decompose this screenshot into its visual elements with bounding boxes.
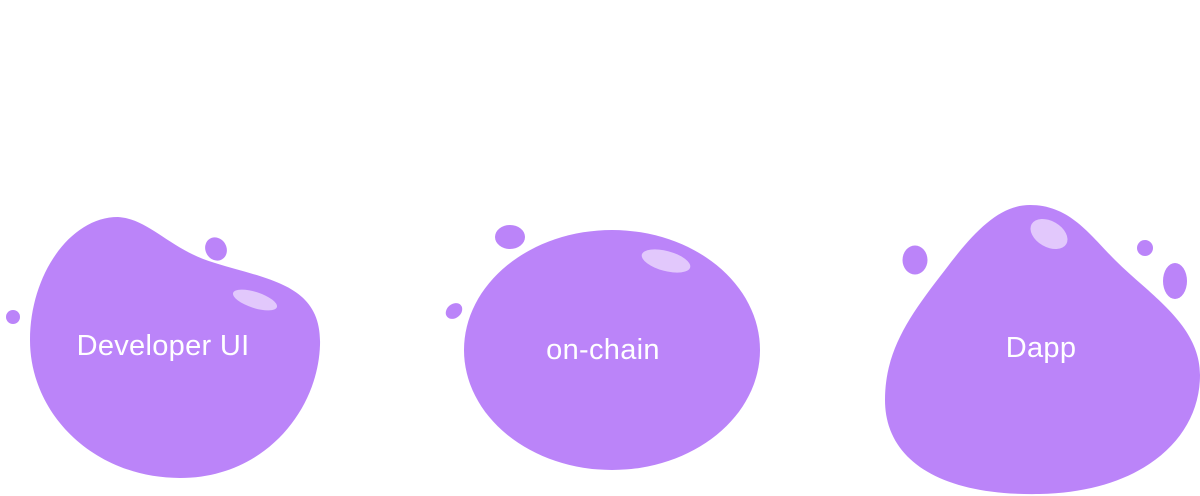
droplet <box>6 310 20 324</box>
droplet <box>205 237 227 261</box>
developer-ui-blob-group: Developer UI <box>6 217 321 478</box>
on-chain-blob-group: on-chain <box>445 225 760 470</box>
droplet <box>495 225 525 249</box>
dapp-blob-group: Dapp <box>885 205 1200 495</box>
dapp-blob <box>885 205 1200 495</box>
highlight <box>1030 218 1068 250</box>
developer-ui-blob <box>30 217 321 478</box>
highlight <box>232 289 278 311</box>
droplet <box>1163 263 1187 299</box>
droplet <box>445 303 463 319</box>
droplet <box>902 245 928 275</box>
dapp-label: Dapp <box>1006 332 1077 364</box>
highlight <box>641 249 691 273</box>
droplet <box>1137 240 1153 256</box>
on-chain-label: on-chain <box>546 334 660 366</box>
on-chain-blob <box>464 230 760 470</box>
developer-ui-label: Developer UI <box>77 330 250 362</box>
